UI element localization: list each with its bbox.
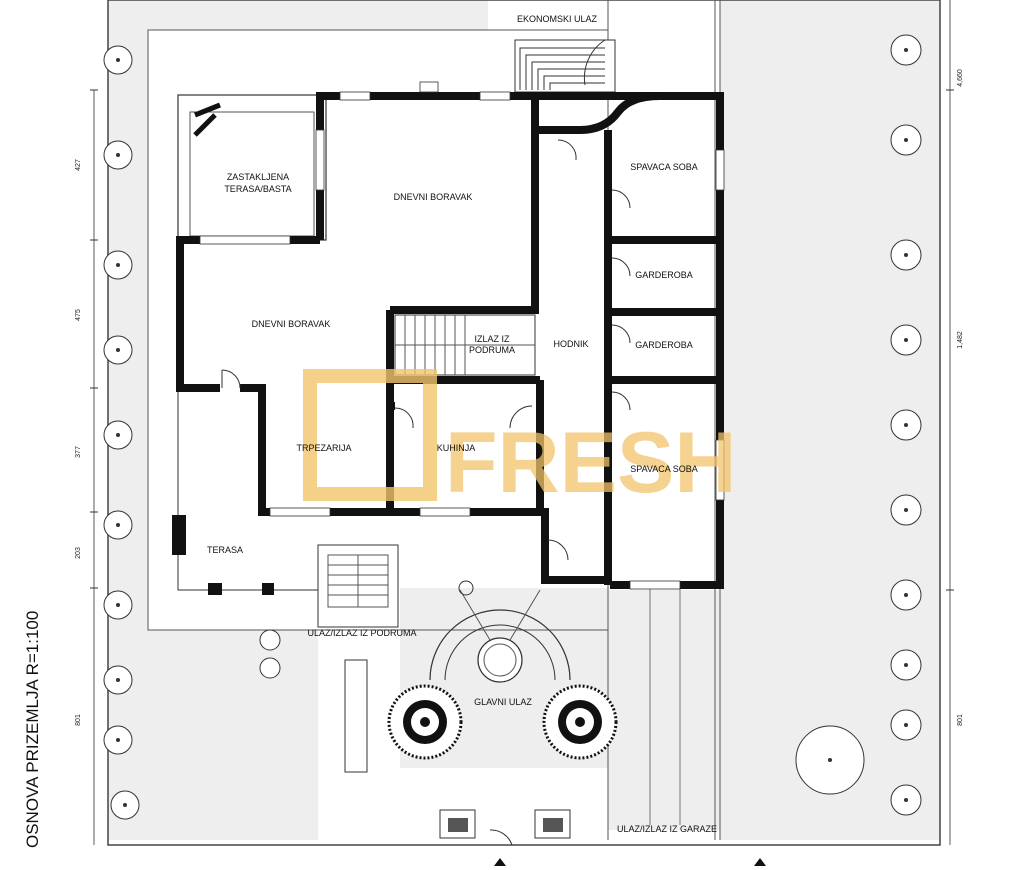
label-ulaz-izlaz-iz-garaze: ULAZ/IZLAZ IZ GARAZE <box>617 824 717 834</box>
label-spavaca-soba-top: SPAVACA SOBA <box>630 162 698 172</box>
dim-left-3: 377 <box>75 446 82 458</box>
dim-left-1: 427 <box>75 159 82 171</box>
label-ekonomski-ulaz: EKONOMSKI ULAZ <box>517 14 598 24</box>
label-zastakljena: ZASTAKLJENA <box>227 172 289 182</box>
label-izlaz-iz-podruma-1: IZLAZ IZ <box>474 334 510 344</box>
label-spavaca-soba-bottom: SPAVACA SOBA <box>630 464 698 474</box>
terrace-outline <box>172 390 318 595</box>
drawing-title: OSNOVA PRIZEMLJA R=1:100 <box>23 611 42 848</box>
label-terasa: TERASA <box>207 545 243 555</box>
dim-left-4: 203 <box>75 547 82 559</box>
dim-left-5: 801 <box>75 714 82 726</box>
economic-entrance-steps <box>514 39 616 93</box>
dim-right-3: 801 <box>957 714 964 726</box>
dim-right-1: 4,660 <box>957 69 964 87</box>
dim-left-2: 475 <box>75 309 82 321</box>
label-ulaz-izlaz-iz-podruma: ULAZ/IZLAZ IZ PODRUMA <box>307 628 416 638</box>
label-garderoba-2: GARDEROBA <box>635 340 693 350</box>
dimension-lines <box>90 0 954 845</box>
label-kuhinja: KUHINJA <box>437 443 476 453</box>
tree-row-left <box>103 45 281 820</box>
dim-right-2: 1,482 <box>957 331 964 349</box>
room-labels: EKONOMSKI ULAZ ZASTAKLJENA TERASA/BASTA … <box>207 14 717 834</box>
watermark-text: FRESH <box>445 415 736 511</box>
label-glavni-ulaz: GLAVNI ULAZ <box>474 697 532 707</box>
tree-row-right <box>795 34 922 816</box>
doors <box>221 139 631 846</box>
label-izlaz-iz-podruma-2: PODRUMA <box>469 345 515 355</box>
label-dnevni-boravak-left: DNEVNI BORAVAK <box>252 319 331 329</box>
label-dnevni-boravak-top: DNEVNI BORAVAK <box>394 192 473 202</box>
label-hodnik: HODNIK <box>553 339 588 349</box>
windows <box>199 81 725 590</box>
exterior-stairs <box>317 544 399 773</box>
label-terasa-basta: TERASA/BASTA <box>224 184 291 194</box>
fresh-watermark: FRESH <box>303 369 736 511</box>
main-entrance-stairs <box>429 580 571 683</box>
basement-stairs <box>394 314 536 376</box>
label-garderoba-1: GARDEROBA <box>635 270 693 280</box>
palm-tree-left <box>387 684 463 760</box>
dimension-labels: 427 475 377 203 801 4,660 1,482 801 <box>75 69 964 726</box>
label-trpezarija: TRPEZARIJA <box>296 443 351 453</box>
gate-planters <box>439 809 766 866</box>
glazed-terrace <box>177 94 327 241</box>
palm-tree-right <box>542 684 618 760</box>
